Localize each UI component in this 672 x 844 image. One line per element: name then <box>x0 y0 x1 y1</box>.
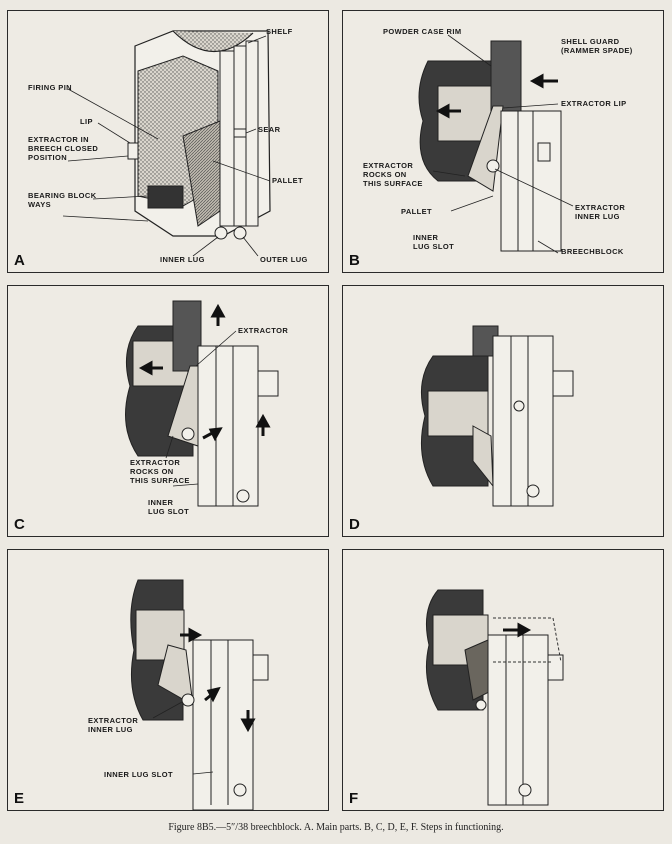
label-inner-lug-slot-e: INNER LUG SLOT <box>104 770 173 779</box>
label-pallet-b: PALLET <box>401 207 433 216</box>
panel-c: EXTRACTOR EXTRACTOR ROCKS ON THIS SURFAC… <box>7 285 329 537</box>
panel-a: SHELF FIRING PIN LIP EXTRACTOR IN BREECH… <box>7 10 329 273</box>
panel-d: D <box>342 285 664 537</box>
panel-letter-f: F <box>349 790 359 807</box>
panel-f: F <box>342 549 664 811</box>
label-shelf: SHELF <box>266 27 293 36</box>
label-extractor-rocks-b: EXTRACTOR ROCKS ON THIS SURFACE <box>363 161 423 188</box>
breechblock-step-c-drawing <box>125 300 279 507</box>
panel-letter-d: D <box>349 516 360 533</box>
breechblock-step-b-drawing <box>418 34 574 254</box>
label-breechblock: BREECHBLOCK <box>561 247 624 256</box>
label-pallet: PALLET <box>272 176 304 185</box>
label-powder-case-rim: POWDER CASE RIM <box>383 27 462 36</box>
label-inner-lug-slot-b: INNER LUG SLOT <box>413 233 455 251</box>
label-firing-pin: FIRING PIN <box>28 83 73 92</box>
label-inner-lug: INNER LUG <box>160 255 205 264</box>
label-extractor-inner-lug-b: EXTRACTOR INNER LUG <box>575 203 626 221</box>
breechblock-step-f-drawing <box>425 589 564 806</box>
label-extractor-closed: EXTRACTOR IN BREECH CLOSED POSITION <box>28 135 99 162</box>
label-shell-guard: SHELL GUARD (RAMMER SPADE) <box>561 37 633 55</box>
panel-letter-b: B <box>349 252 360 269</box>
label-sear: SEAR <box>258 125 281 134</box>
label-outer-lug: OUTER LUG <box>260 255 308 264</box>
panel-letter-a: A <box>14 252 25 269</box>
label-extractor-inner-lug-e: EXTRACTOR INNER LUG <box>88 716 139 734</box>
panel-letter-e: E <box>14 790 25 807</box>
breechblock-step-d-drawing <box>420 325 574 507</box>
panel-letter-c: C <box>14 516 25 533</box>
breechblock-step-e-drawing <box>130 579 269 811</box>
label-extractor-rocks-c: EXTRACTOR ROCKS ON THIS SURFACE <box>130 458 190 485</box>
breechblock-main-parts-drawing <box>62 30 271 257</box>
panel-e: EXTRACTOR INNER LUG INNER LUG SLOT E <box>7 549 329 811</box>
label-bearing-block-ways: BEARING BLOCK WAYS <box>28 191 97 209</box>
label-lip: LIP <box>80 117 93 126</box>
figure-caption: Figure 8B5.—5″/38 breechblock. A. Main p… <box>168 822 504 833</box>
label-extractor-lip: EXTRACTOR LIP <box>561 99 627 108</box>
panel-b: POWDER CASE RIM SHELL GUARD (RAMMER SPAD… <box>342 10 664 273</box>
label-extractor-c: EXTRACTOR <box>238 326 289 335</box>
label-inner-lug-slot-c: INNER LUG SLOT <box>148 498 190 516</box>
